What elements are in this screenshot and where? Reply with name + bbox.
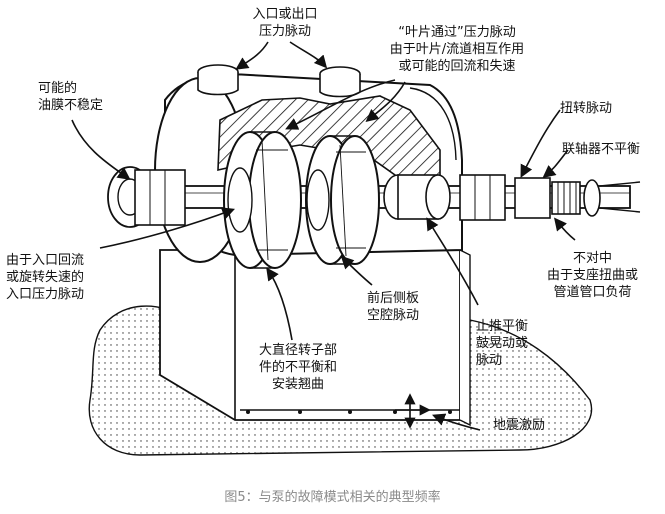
arrow-rotor bbox=[266, 267, 293, 341]
arrow-inlet-recirc bbox=[99, 207, 235, 249]
label-inlet-recirculation: 由于入口回流 或旋转失速的 入口压力脉动 bbox=[6, 253, 85, 302]
arrow-misalignment bbox=[554, 217, 576, 241]
label-inlet-outlet-pulsation: 入口或出口 压力脉动 bbox=[252, 7, 318, 39]
impeller-2 bbox=[305, 135, 380, 265]
arrow-inlet bbox=[235, 41, 269, 70]
arrow-seismic bbox=[432, 413, 481, 431]
arrow-torsional bbox=[520, 109, 561, 178]
left-bearing bbox=[107, 166, 186, 228]
arrow-outlet bbox=[289, 41, 328, 69]
figure-caption: 图5：与泵的故障模式相关的典型频率 bbox=[224, 490, 441, 505]
arrow-balance-drum bbox=[426, 217, 479, 306]
arrow-oil-film bbox=[71, 119, 131, 180]
label-shroud-cavity-pulsation: 前后侧板 空腔脉动 bbox=[366, 291, 419, 323]
right-bearing bbox=[459, 174, 506, 221]
balance-drum bbox=[383, 174, 451, 220]
label-oil-film-instability: 可能的 油膜不稳定 bbox=[38, 81, 104, 113]
label-balance-drum: 止推平衡 鼓晃动或 脉动 bbox=[476, 319, 529, 368]
impeller-1 bbox=[223, 131, 302, 269]
label-seismic-excitation: 地震激励 bbox=[493, 418, 546, 433]
label-vane-pass-pulsation: “叶片通过”压力脉动 由于叶片/流道相互作用 或可能的回流和失速 bbox=[389, 25, 525, 74]
label-rotor-unbalance: 大直径转子部 件的不平衡和 安装翘曲 bbox=[258, 343, 337, 392]
inlet-nozzle bbox=[197, 64, 239, 96]
label-misalignment: 不对中 由于支座扭曲或 管道管口负荷 bbox=[546, 251, 638, 300]
outlet-nozzle bbox=[319, 66, 361, 98]
label-torsional-pulsation: 扭转脉动 bbox=[560, 101, 613, 116]
pedestal bbox=[159, 249, 461, 421]
arrow-vane-1 bbox=[285, 79, 396, 130]
arrow-vane-2 bbox=[365, 81, 406, 123]
arrow-shroud bbox=[340, 255, 373, 286]
arrow-coupling bbox=[542, 149, 569, 178]
coupling bbox=[514, 177, 601, 219]
label-coupling-unbalance: 联轴器不平衡 bbox=[562, 142, 641, 157]
